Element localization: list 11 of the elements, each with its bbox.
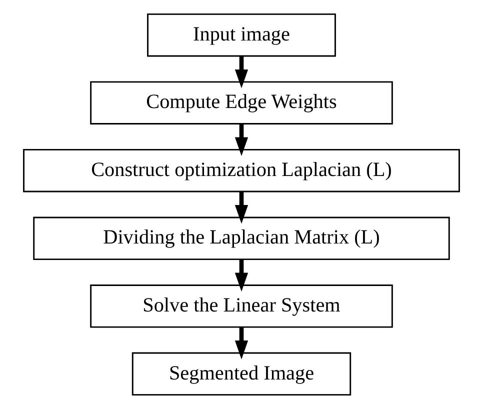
node-box: Solve the Linear System bbox=[90, 284, 393, 328]
arrow bbox=[234, 124, 248, 156]
node-box: Segmented Image bbox=[132, 352, 352, 396]
node-box: Compute Edge Weights bbox=[90, 81, 393, 124]
arrow bbox=[234, 192, 248, 224]
node-box: Dividing the Laplacian Matrix (L) bbox=[33, 216, 450, 260]
arrow bbox=[234, 327, 248, 360]
node-box: Input image bbox=[147, 13, 336, 57]
arrow bbox=[234, 260, 248, 292]
arrow bbox=[234, 56, 248, 88]
node-box: Construct optimization Laplacian (L) bbox=[23, 148, 460, 192]
